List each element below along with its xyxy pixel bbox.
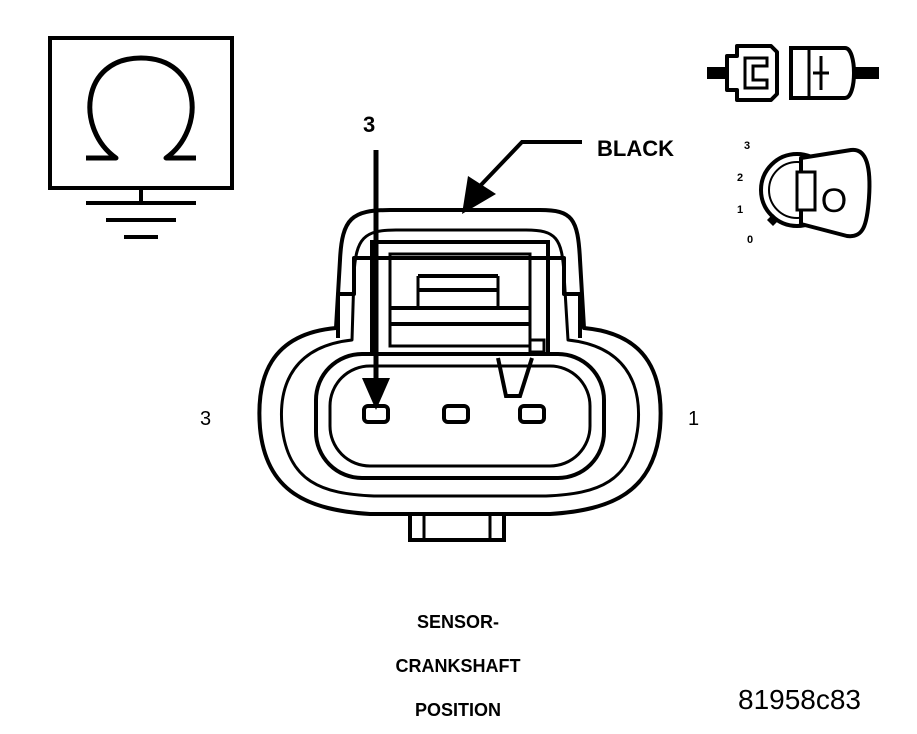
pin-label-left: 3 [200, 408, 212, 430]
terminal-2 [442, 404, 470, 424]
connector-latch [336, 256, 582, 338]
black-wire-leader [478, 140, 582, 188]
figure-id: 81958c83 [738, 684, 862, 715]
connector-cavity-outer [314, 352, 606, 480]
terminal-callout-label: 3 [363, 112, 376, 137]
disconnected-connector-icon [707, 44, 879, 102]
ignition-position-3: 3 [744, 140, 751, 152]
ignition-key-off-icon: O [759, 147, 872, 239]
pin-label-right: 1 [688, 408, 700, 430]
connector-bottom-tab [408, 512, 506, 542]
terminal-1 [518, 404, 546, 424]
wire-color-label: BLACK [597, 136, 674, 161]
connector-inner-shell [279, 228, 641, 498]
connector-cavity-inner [328, 364, 592, 468]
ohm-meter-ground-icon [48, 36, 234, 239]
ignition-key-letter: O [821, 182, 847, 220]
connector-outer-shell [257, 208, 663, 516]
caption-line-2: CRANKSHAFT [395, 656, 521, 676]
connector-polarization-key [496, 357, 534, 398]
ignition-position-0: 0 [747, 234, 754, 246]
ignition-position-2: 2 [737, 172, 744, 184]
crankshaft-sensor-connector [257, 208, 663, 542]
caption-line-1: SENSOR- [416, 612, 499, 632]
ignition-position-1: 1 [737, 204, 744, 216]
caption-line-3: POSITION [414, 700, 501, 720]
